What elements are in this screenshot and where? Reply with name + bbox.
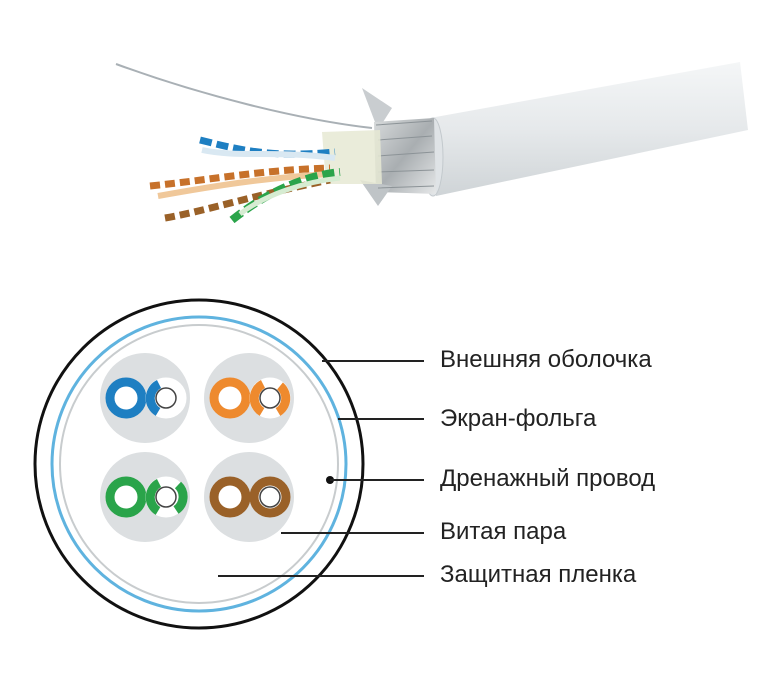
label-protective-film: Защитная пленка: [440, 561, 637, 588]
orange-pair-strand: [149, 164, 331, 190]
leader-lines: [218, 360, 424, 577]
label-outer-jacket: Внешняя оболочка: [440, 346, 652, 373]
green-white-strand: [238, 175, 341, 216]
cable-side-view: [115, 62, 748, 224]
pair-orange: [204, 353, 294, 443]
outer-jacket-side: [422, 62, 748, 197]
pair-green: [100, 452, 190, 542]
green-pair-strand: [229, 168, 341, 224]
foil-shield-ring: [50, 315, 348, 613]
blue-white-strand: [201, 147, 336, 161]
label-twisted-pair: Витая пара: [440, 518, 567, 545]
twisted-pairs-side: [149, 136, 341, 224]
drain-wire-strand: [115, 63, 373, 129]
outer-jacket-ring: [33, 298, 365, 630]
label-drain-wire: Дренажный провод: [440, 465, 656, 492]
label-foil-shield: Экран-фольга: [440, 405, 597, 432]
protective-film-ring: [59, 324, 339, 604]
pair-brown: [204, 452, 294, 542]
protective-film-side: [322, 130, 382, 184]
foil-shield-side: [360, 88, 436, 206]
pair-blue: [100, 353, 190, 443]
cable-cross-section: [33, 298, 365, 630]
